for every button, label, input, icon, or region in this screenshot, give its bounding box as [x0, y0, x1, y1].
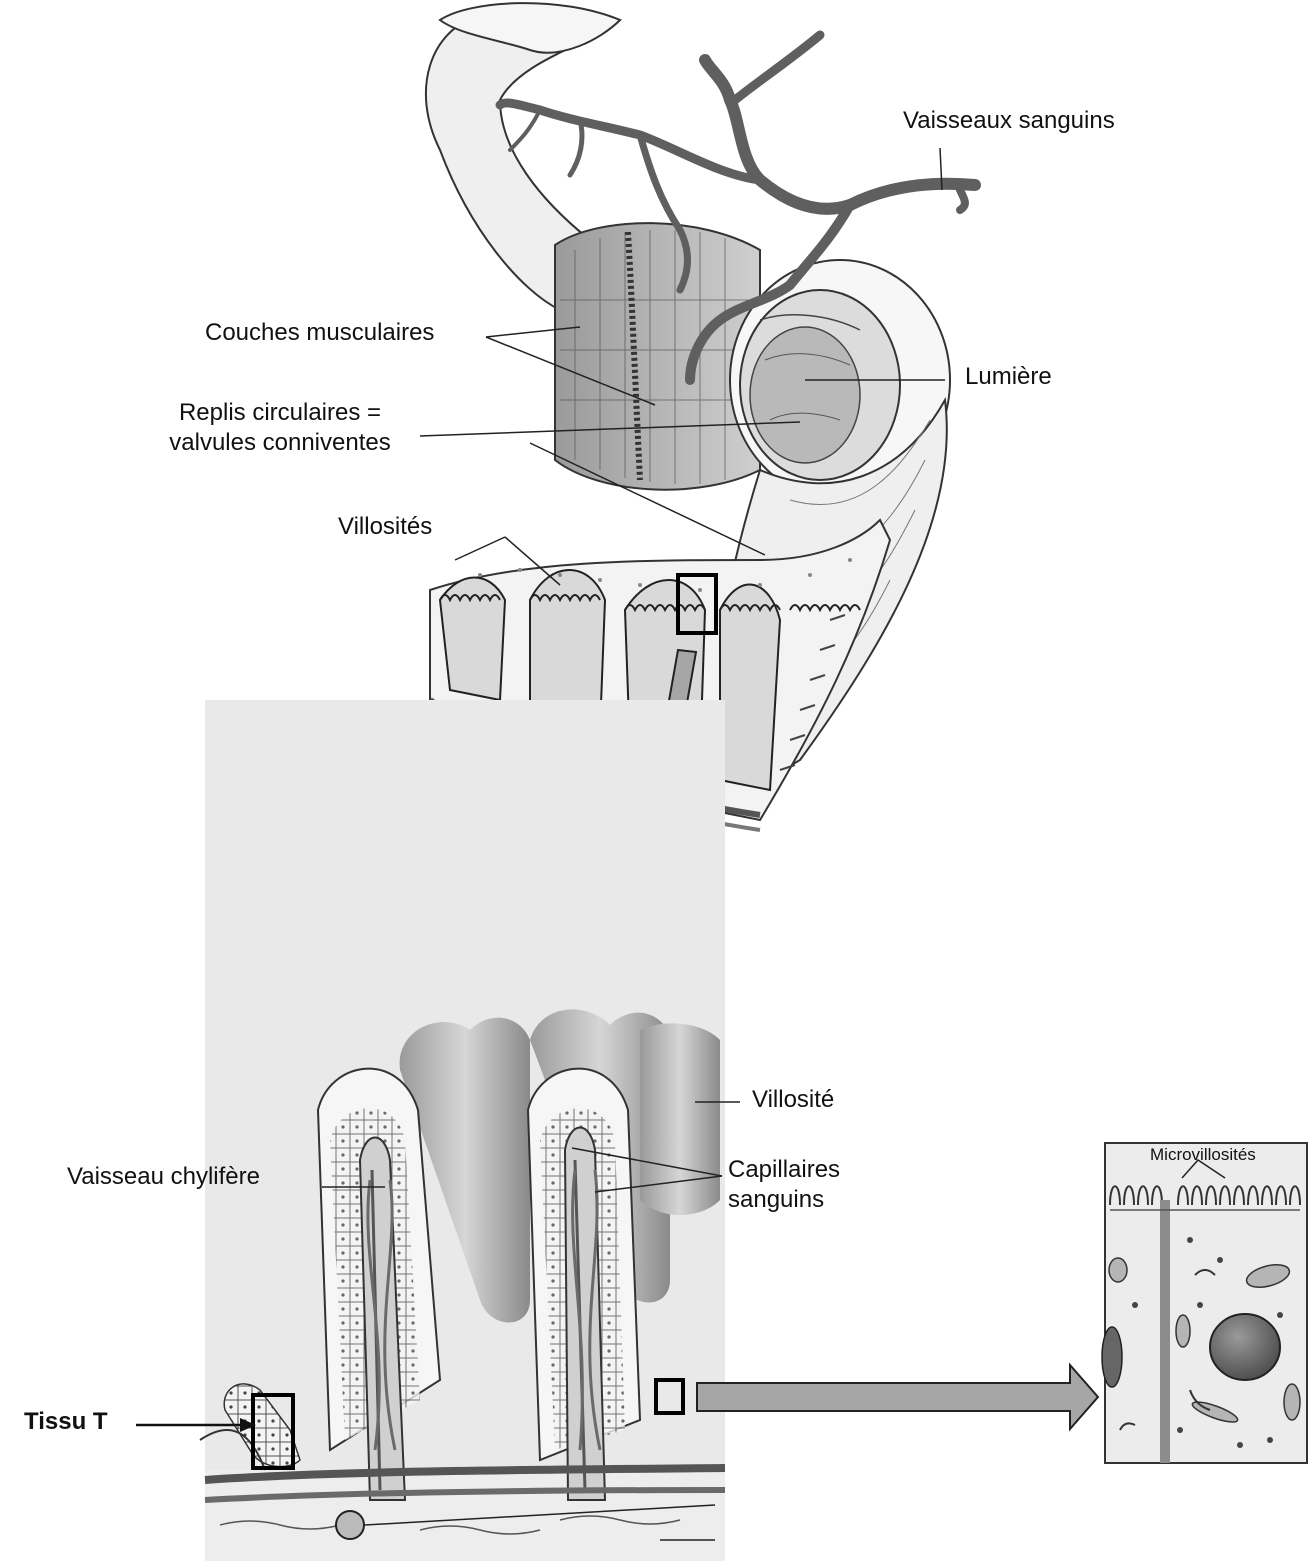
label-capillaires-line2: sanguins: [728, 1185, 840, 1215]
villi-detail: [200, 700, 725, 1561]
label-capillaires-line1: Capillaires: [728, 1155, 840, 1185]
label-replis-circulaires: Replis circulaires = valvules connivente…: [140, 398, 420, 458]
enterocyte-panel: [1102, 1143, 1307, 1463]
label-vaisseau-chylifere: Vaisseau chylifère: [67, 1162, 260, 1192]
label-lumiere: Lumière: [965, 362, 1052, 392]
label-microvillosites: Microvillosités: [1150, 1140, 1256, 1170]
label-vaisseaux-sanguins: Vaisseaux sanguins: [903, 106, 1115, 136]
label-replis-line1: Replis circulaires =: [140, 398, 420, 428]
zoom-arrow-right: [697, 1365, 1098, 1429]
label-replis-line2: valvules conniventes: [140, 428, 420, 458]
label-villosites: Villosités: [338, 512, 432, 542]
label-villosite: Villosité: [752, 1085, 834, 1115]
label-couches-musculaires: Couches musculaires: [205, 318, 434, 348]
label-capillaires-sanguins: Capillaires sanguins: [728, 1155, 840, 1215]
label-tissu-t: Tissu T: [24, 1407, 108, 1437]
